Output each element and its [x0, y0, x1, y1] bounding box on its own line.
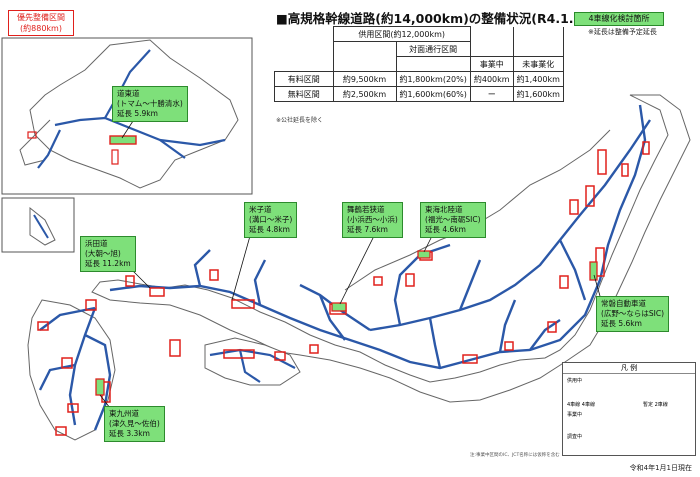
kyushu-landmass [27, 299, 116, 441]
honshu-roads [109, 104, 651, 370]
page-title: ■高規格幹線道路(約14,000km)の整備状況(R4.1.1時点) [276, 11, 613, 26]
callout-section: (トマム～十勝清水) [117, 99, 183, 108]
callout-dotoexpressway: 道東道 (トマム～十勝清水) 延長 5.9km [112, 86, 188, 122]
date-note: 令和4年1月1日現在 [629, 464, 692, 472]
status-table: 供用区間(約12,000km) 対面通行区間 事業中 未事業化 有料区間 約9,… [274, 26, 564, 102]
okinawa-road [33, 214, 49, 239]
okinawa-landmass [29, 206, 56, 246]
row-label: 有料区間 [274, 71, 334, 87]
kyushu-roads [38, 306, 112, 431]
legend-item-4lane: 4車線 4車線 [567, 402, 595, 408]
callout-length: 延長 4.6km [425, 225, 466, 234]
callout-road: 道東道 [117, 89, 140, 98]
okinawa-inset-frame [1, 197, 75, 253]
cell-unbusiness: 約1,400km [512, 71, 564, 87]
legend-item-2lane: 暫定 2車線 [643, 402, 668, 408]
callout-higashikyushu: 東九州道 (津久見～佐伯) 延長 3.3km [104, 406, 165, 442]
priority-badge-length: (約880km) [20, 24, 62, 33]
cell-unbusiness: 約1,600km [512, 86, 564, 102]
callout-yonago: 米子道 (溝口～米子) 延長 4.8km [244, 202, 298, 238]
hokkaido-roads [37, 49, 226, 169]
priority-section-badge: 優先整備区間 (約880km) [8, 10, 74, 36]
callout-length: 延長 5.9km [117, 109, 158, 118]
legend-item-survey: 調査中 [567, 434, 583, 440]
callout-road: 常磐自動車道 [601, 299, 646, 308]
table-row: 有料区間 約9,500km 約1,800km(20%) 約400km 約1,40… [274, 71, 564, 87]
hokkaido-4lane-box [109, 135, 137, 145]
priority-badge-title: 優先整備区間 [17, 13, 65, 22]
callout-length: 延長 11.2km [85, 259, 131, 268]
callout-hamada: 浜田道 (大朝～旭) 延長 11.2km [80, 236, 136, 272]
callout-road: 浜田道 [85, 239, 108, 248]
cell-business: 約400km [469, 71, 514, 87]
row-label: 無料区間 [274, 86, 334, 102]
callout-length: 延長 7.6km [347, 225, 388, 234]
callout-road: 東九州道 [109, 409, 139, 418]
hokkaido-peninsula [19, 119, 51, 166]
four-lane-legend: 4車線化検討箇所 [574, 12, 664, 26]
callout-length: 延長 3.3km [109, 429, 150, 438]
source-note: 注:事業中区間のIC、JCT名称には仮称を含む [470, 453, 560, 458]
legend-item-business: 事業中 [567, 412, 583, 418]
honshu-landmass [91, 94, 691, 403]
cell-business: ー [469, 86, 514, 102]
lane-widening-boxes [37, 141, 650, 436]
cell-total: 約2,500km [332, 86, 397, 102]
hokkaido-inset-frame [1, 37, 253, 195]
callout-section: (小浜西～小浜) [347, 215, 398, 224]
legend-item-open: 供用中 [567, 378, 583, 384]
callout-section: (津久見～佐伯) [109, 419, 160, 428]
callout-length: 延長 5.6km [601, 319, 642, 328]
cell-opposed: 約1,800km(20%) [395, 71, 471, 87]
callout-maizuru: 舞鶴若狭道 (小浜西～小浜) 延長 7.6km [342, 202, 403, 238]
callout-section: (大朝～旭) [85, 249, 121, 258]
callout-section: (溝口～米子) [249, 215, 293, 224]
callout-joban: 常磐自動車道 (広野～ならはSIC) 延長 5.6km [596, 296, 670, 332]
callout-section: (福光～南砺SIC) [425, 215, 481, 224]
header-opposed: 対面通行区間 [395, 41, 471, 57]
table-footnote: ※公社延長を除く [276, 117, 324, 124]
header-unbusiness: 未事業化 [512, 56, 564, 72]
extension-note: ※延長は整備予定延長 [588, 28, 657, 36]
legend-title: 凡 例 [563, 363, 695, 374]
callout-length: 延長 4.8km [249, 225, 290, 234]
callout-tokaihokuriku: 東海北陸道 (福光～南砺SIC) 延長 4.6km [420, 202, 486, 238]
callout-leaders [99, 120, 601, 409]
header-business: 事業中 [469, 56, 514, 72]
cell-opposed: 約1,600km(60%) [395, 86, 471, 102]
callout-section: (広野～ならはSIC) [601, 309, 665, 318]
map-legend: 凡 例 供用中 4車線 4車線 暫定 2車線 事業中 調査中 [562, 362, 696, 456]
callout-road: 舞鶴若狭道 [347, 205, 385, 214]
callout-road: 米子道 [249, 205, 272, 214]
header-in-service: 供用区間(約12,000km) [332, 26, 471, 42]
cell-total: 約9,500km [332, 71, 397, 87]
table-row: 無料区間 約2,500km 約1,600km(60%) ー 約1,600km [274, 86, 564, 102]
callout-road: 東海北陸道 [425, 205, 463, 214]
